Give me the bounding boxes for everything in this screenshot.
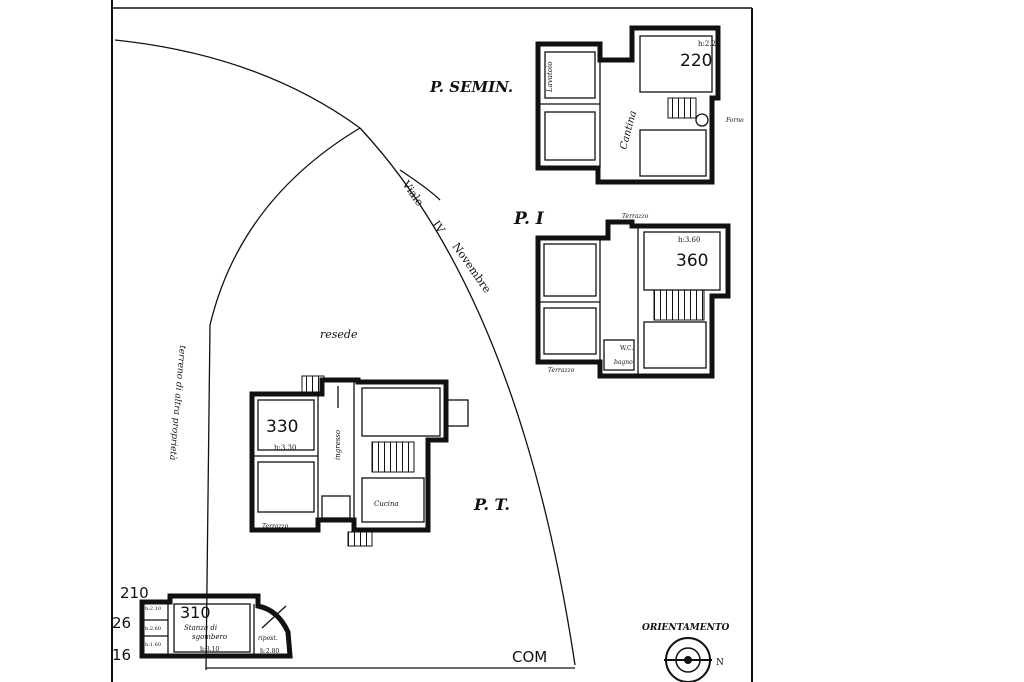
street-word-1: Viale [399,177,426,208]
semin-forno: Forno [725,117,744,124]
orientation-label: ORIENTAMENTO [642,623,730,633]
primo-terrazzo-bottom: Terrazzo [548,367,575,374]
floor-seminterrato: P. SEMIN. Lavatoio Cantina Forno h:2.20 … [429,25,744,185]
floor-title-primo: P. I [513,209,545,229]
terra-height: h:3.30 [274,444,296,452]
primo-number: 360 [676,251,708,271]
primo-terrazzo-top: Terrazzo [622,213,649,220]
floor-title-semin: P. SEMIN. [429,78,513,96]
annex-number: 310 [180,603,211,622]
terra-terrazzo: Terrazzo [262,523,289,530]
terra-ingresso: ingresso [334,430,342,460]
street-word-3: Novembre [450,240,494,295]
annex-ripost: ripost. [258,635,278,642]
annex-small2: h:2.60 [145,626,161,632]
semin-number: 220 [680,51,712,71]
primo-height: h:3.60 [678,236,700,244]
annex-height: h:3.10 [200,646,219,653]
confine-label: terreno di altra proprietà [167,345,188,461]
margin-number-1: 210 [120,584,149,602]
semin-height: h:2.20 [698,40,720,48]
property-boundary [114,39,576,671]
terra-cucina: Cucina [374,500,399,508]
primo-bagno: bagno [614,359,633,366]
resede-label: resede [320,328,358,341]
margin-number-2: 26 [112,614,131,632]
floor-primo: P. I Terrazzo Terrazzo W.C. bagno h:3.60… [513,209,731,379]
annex-height2: h:2.80 [260,648,279,655]
annex-small3: h:1.60 [145,642,161,648]
margin-number-3: 16 [112,646,131,664]
north-label: N [716,658,724,668]
annex-sgombero: sgombero [192,633,227,641]
annex-stanza: Stanza di [184,624,217,632]
floor-terra: P. T. ingresso Cucina Terrazzo 330 h:3.3… [249,375,510,547]
primo-wc: W.C. [620,345,633,352]
floor-title-terra: P. T. [473,495,510,514]
terra-number: 330 [266,417,298,437]
annex-small1: h:2.10 [145,606,161,612]
street-word-2: IV [430,218,448,236]
com-label: COM [512,648,547,666]
street-label: Viale IV Novembre [399,177,494,295]
semin-cantina: Cantina [618,110,639,151]
sheet-border [111,0,753,682]
orientation-compass: ORIENTAMENTO N [642,623,730,682]
semin-lavatoio: Lavatoio [546,62,554,93]
annex-building: 310 Stanza di sgombero h:3.10 ripost. h:… [139,593,293,659]
